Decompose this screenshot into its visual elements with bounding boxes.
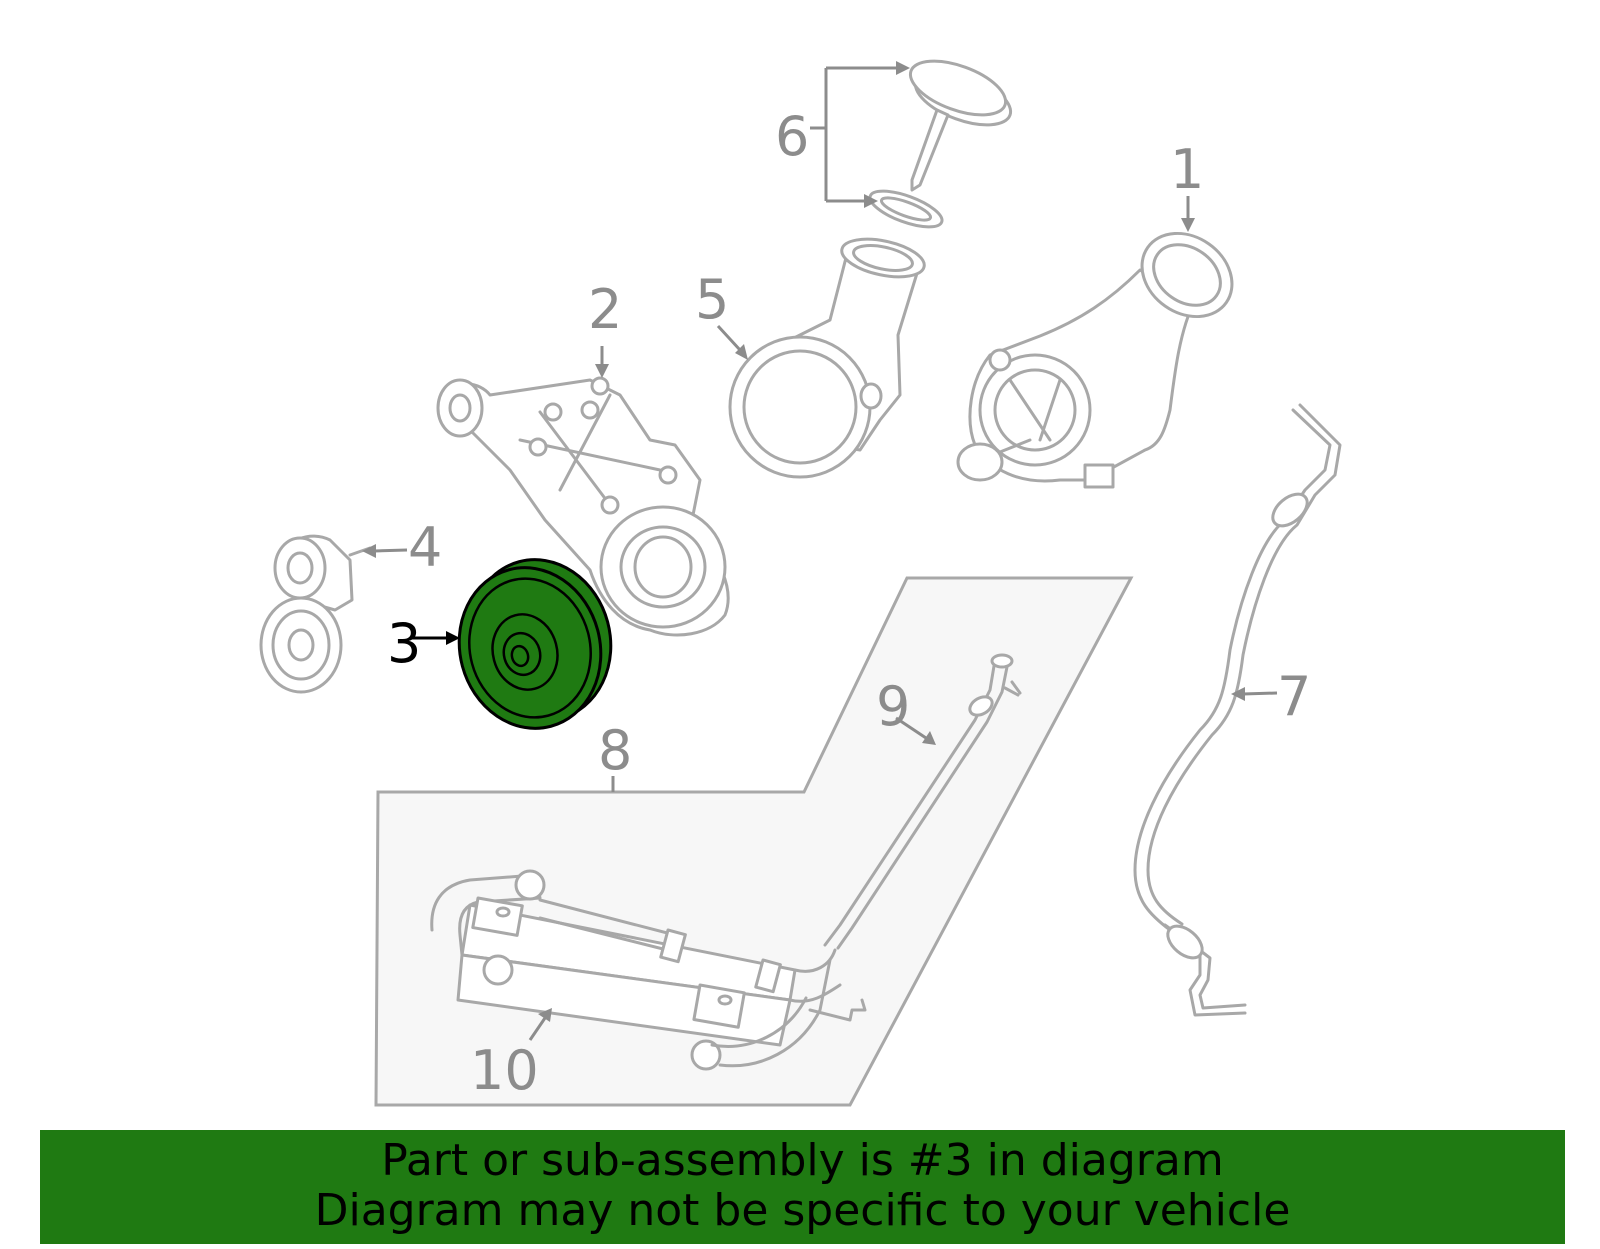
part-2-bracket[interactable] [436, 376, 730, 637]
callout-8: 8 [598, 719, 632, 782]
part-7-hose[interactable] [1133, 403, 1342, 1017]
callout-4: 4 [408, 516, 442, 579]
leader-arrows [362, 196, 1278, 1041]
callout-6: 6 [775, 105, 809, 168]
part-10-cooler[interactable] [430, 869, 867, 1071]
callout-9: 9 [876, 675, 910, 738]
callout-3: 3 [387, 612, 421, 675]
callout-7: 7 [1277, 665, 1311, 728]
callout-10: 10 [470, 1039, 539, 1102]
part-4-tensioner[interactable] [259, 534, 372, 694]
part-5-thermostat-housing[interactable] [728, 233, 928, 479]
callout-2: 2 [588, 278, 622, 341]
banner-line-1: Part or sub-assembly is #3 in diagram [381, 1135, 1224, 1186]
banner-line-2: Diagram may not be specific to your vehi… [314, 1185, 1291, 1236]
part-3-pulley[interactable] [441, 544, 628, 745]
part-1-water-pump[interactable] [956, 216, 1248, 489]
part-9-tube[interactable] [823, 653, 1022, 950]
callout-5: 5 [695, 268, 729, 331]
part-6-cap-and-gasket[interactable] [810, 50, 1018, 234]
callout-1: 1 [1170, 138, 1204, 201]
part-notice-banner: Part or sub-assembly is #3 in diagram Di… [40, 1130, 1565, 1244]
